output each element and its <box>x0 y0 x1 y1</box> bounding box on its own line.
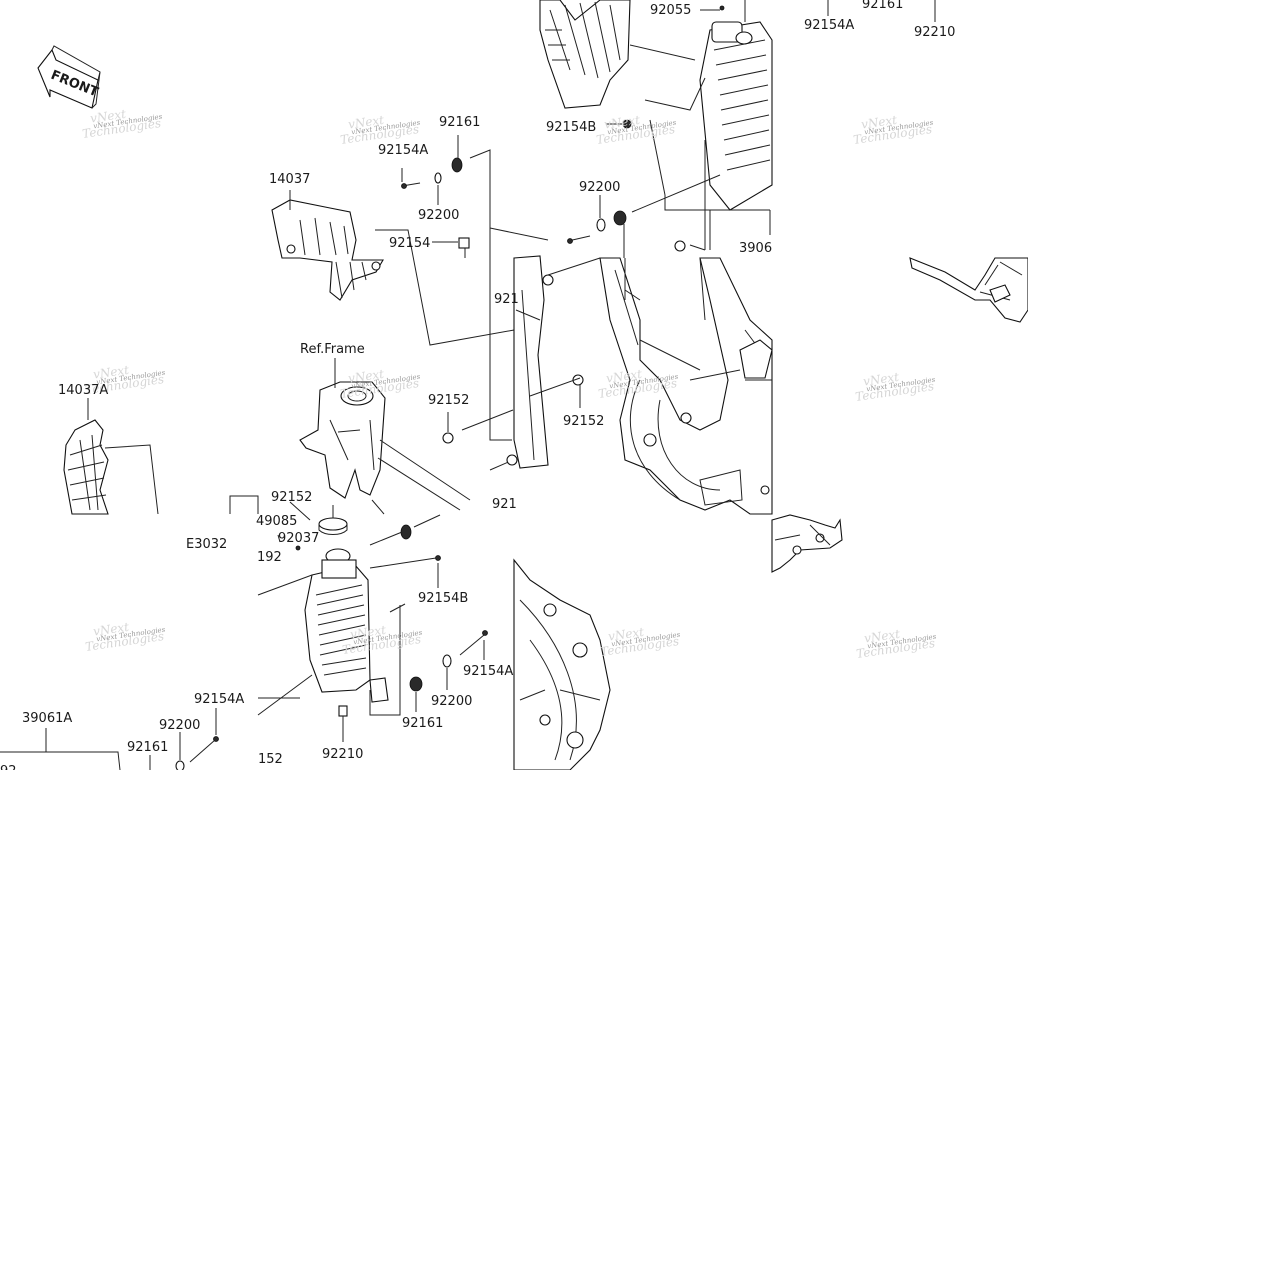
part-label: 92200 <box>431 694 472 709</box>
part-label: 92037 <box>278 531 319 546</box>
part-label: 3906 <box>739 241 772 256</box>
part-label: 14037A <box>58 383 108 398</box>
part-label: 92152 <box>271 490 312 505</box>
part-label: 921 <box>492 497 517 512</box>
part-label: 92200 <box>579 180 620 195</box>
bracket-right <box>771 514 843 573</box>
svg-text:vNext: vNext <box>92 620 130 639</box>
part-label: 14037 <box>269 172 310 187</box>
part-label: 92161 <box>127 740 168 755</box>
part-label: 92210 <box>322 747 363 762</box>
part-label: 92210 <box>914 25 955 40</box>
radiator-shroud-14037a <box>63 398 159 515</box>
svg-text:vNext: vNext <box>92 363 130 382</box>
svg-text:vNext: vNext <box>89 107 127 126</box>
part-label: 921 <box>494 292 519 307</box>
radiator-shroud-14037 <box>271 190 384 301</box>
hardware-lower-left <box>0 495 259 772</box>
part-label: 92200 <box>159 718 200 733</box>
svg-text:vNext: vNext <box>347 367 385 386</box>
frame-rear-fragment <box>909 257 1029 323</box>
svg-text:vNext: vNext <box>860 113 898 132</box>
part-label: 92154 <box>389 236 430 251</box>
frame-lower-section <box>513 558 611 771</box>
part-label: 92154B <box>546 120 596 135</box>
part-label: 92161 <box>862 0 903 12</box>
svg-text:vNext: vNext <box>349 623 387 642</box>
front-arrow-icon: FRONT <box>37 45 101 109</box>
label-leaders <box>827 0 936 22</box>
part-label: 192 <box>257 550 282 565</box>
hardware-upper-left <box>375 135 549 441</box>
part-labels: 92055 92154A 92161 92210 92154B 92200 39… <box>0 0 955 779</box>
part-label: 49085 <box>256 514 297 529</box>
part-label: 92200 <box>418 208 459 223</box>
part-label: 92154A <box>804 18 854 33</box>
ref-frame-label: Ref.Frame <box>300 342 365 357</box>
part-label: 152 <box>258 752 283 767</box>
part-label: 92161 <box>439 115 480 130</box>
part-label: 92161 <box>402 716 443 731</box>
part-label: 92154A <box>463 664 513 679</box>
svg-text:vNext: vNext <box>347 113 385 132</box>
part-label: 92154A <box>378 143 428 158</box>
part-label: 92152 <box>563 414 604 429</box>
part-label: 92152 <box>428 393 469 408</box>
part-label: E3032 <box>186 537 227 552</box>
frame-steering-head <box>299 358 471 515</box>
hardware-upper-middle <box>567 174 721 258</box>
svg-text:vNext: vNext <box>605 367 643 386</box>
svg-text:vNext: vNext <box>607 625 645 644</box>
frame-main <box>599 257 773 515</box>
part-label: 39061A <box>22 711 72 726</box>
part-label: 92154A <box>194 692 244 707</box>
part-label: 92055 <box>650 3 691 18</box>
svg-text:vNext: vNext <box>863 627 901 646</box>
radiator-left <box>257 501 488 742</box>
svg-text:vNext: vNext <box>603 113 641 132</box>
radiator-right <box>539 0 773 251</box>
svg-text:vNext: vNext <box>862 370 900 389</box>
frame-front-section <box>461 255 601 471</box>
part-label: 92154B <box>418 591 468 606</box>
